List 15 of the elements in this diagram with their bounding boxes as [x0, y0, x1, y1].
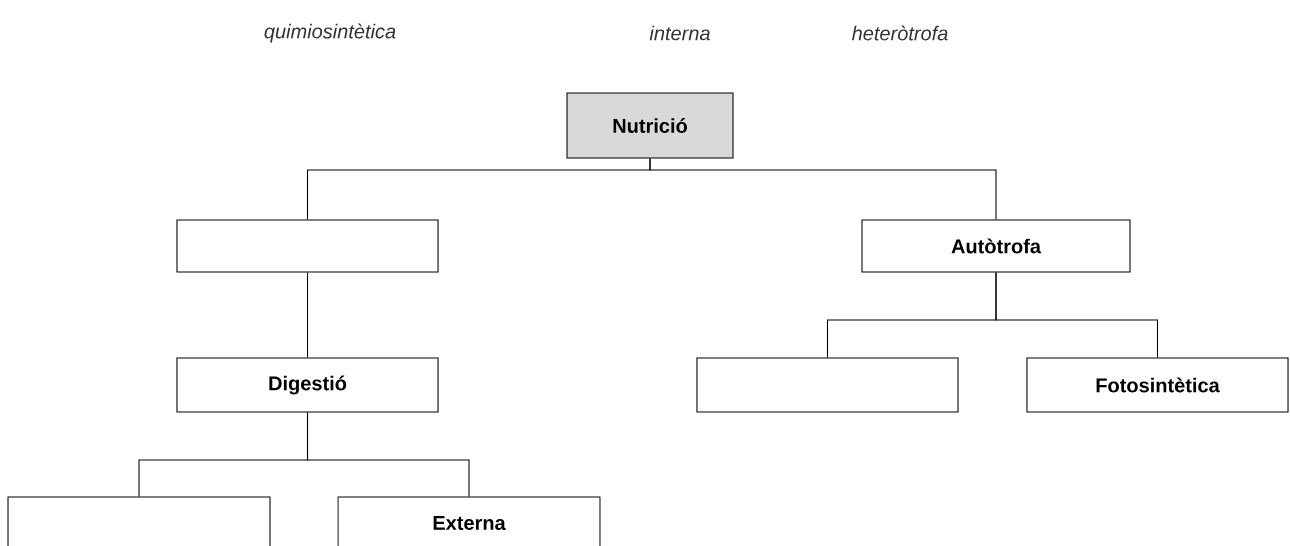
- concept-box: Nutrició: [566, 92, 734, 159]
- concept-box: Digestió: [176, 357, 439, 413]
- connector-line: [649, 158, 997, 220]
- connector-line: [306, 272, 309, 358]
- concept-box: Fotosintètica: [1026, 357, 1289, 413]
- word-label: quimiosintètica: [264, 23, 396, 43]
- empty-box: [176, 219, 439, 273]
- connector-line: [995, 272, 1159, 358]
- concept-box: Externa: [337, 496, 601, 546]
- word-label: interna: [649, 25, 710, 41]
- connector-line: [306, 412, 470, 497]
- empty-box: [7, 496, 271, 546]
- empty-box: [696, 357, 959, 413]
- word-label: heteròtrofa: [851, 25, 948, 41]
- concept-box: Autòtrofa: [861, 219, 1131, 273]
